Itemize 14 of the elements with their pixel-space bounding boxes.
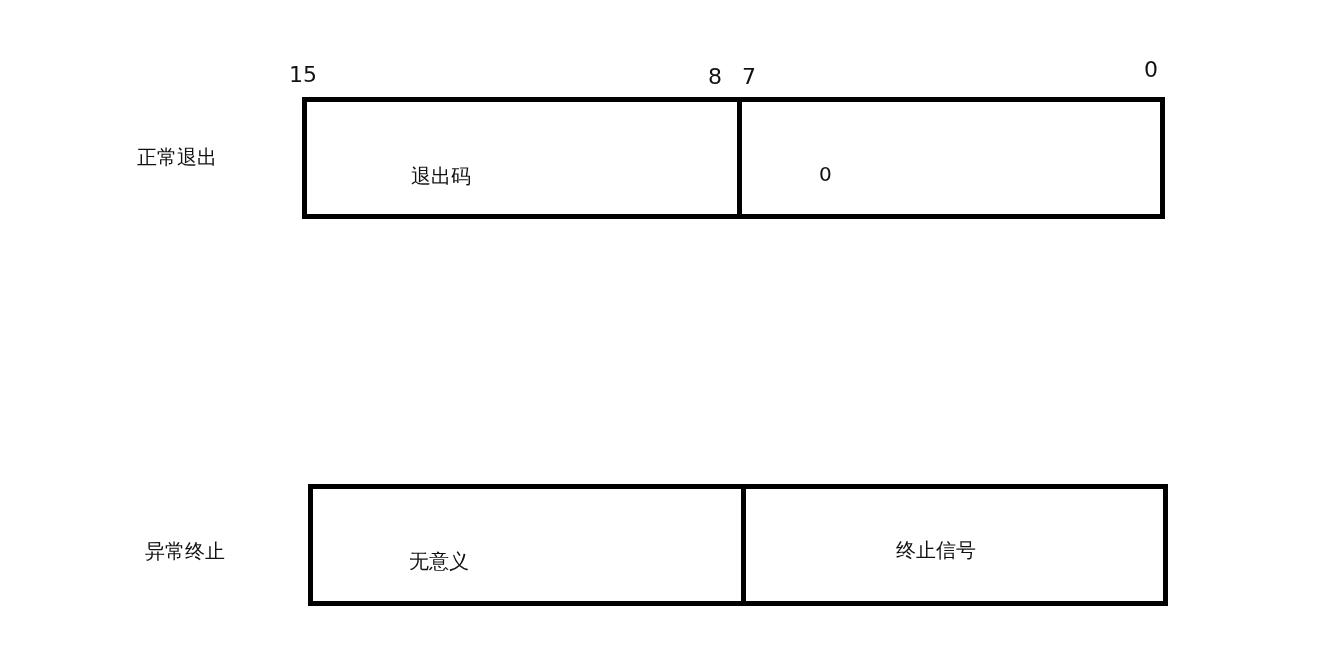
bit-field-cell — [302, 97, 742, 219]
bit-number: 7 — [742, 66, 756, 88]
bit-number: 15 — [289, 64, 317, 86]
field-label: 终止信号 — [896, 540, 976, 560]
bit-number: 0 — [1144, 59, 1158, 81]
bit-number: 8 — [708, 66, 722, 88]
bit-field-cell — [746, 484, 1168, 606]
field-label: 0 — [819, 164, 832, 184]
field-label: 退出码 — [411, 166, 471, 186]
bit-field-cell — [308, 484, 746, 606]
bit-field-cell — [742, 97, 1165, 219]
field-label: 无意义 — [409, 551, 469, 571]
row-label: 异常终止 — [145, 541, 225, 561]
row-label: 正常退出 — [137, 147, 217, 167]
